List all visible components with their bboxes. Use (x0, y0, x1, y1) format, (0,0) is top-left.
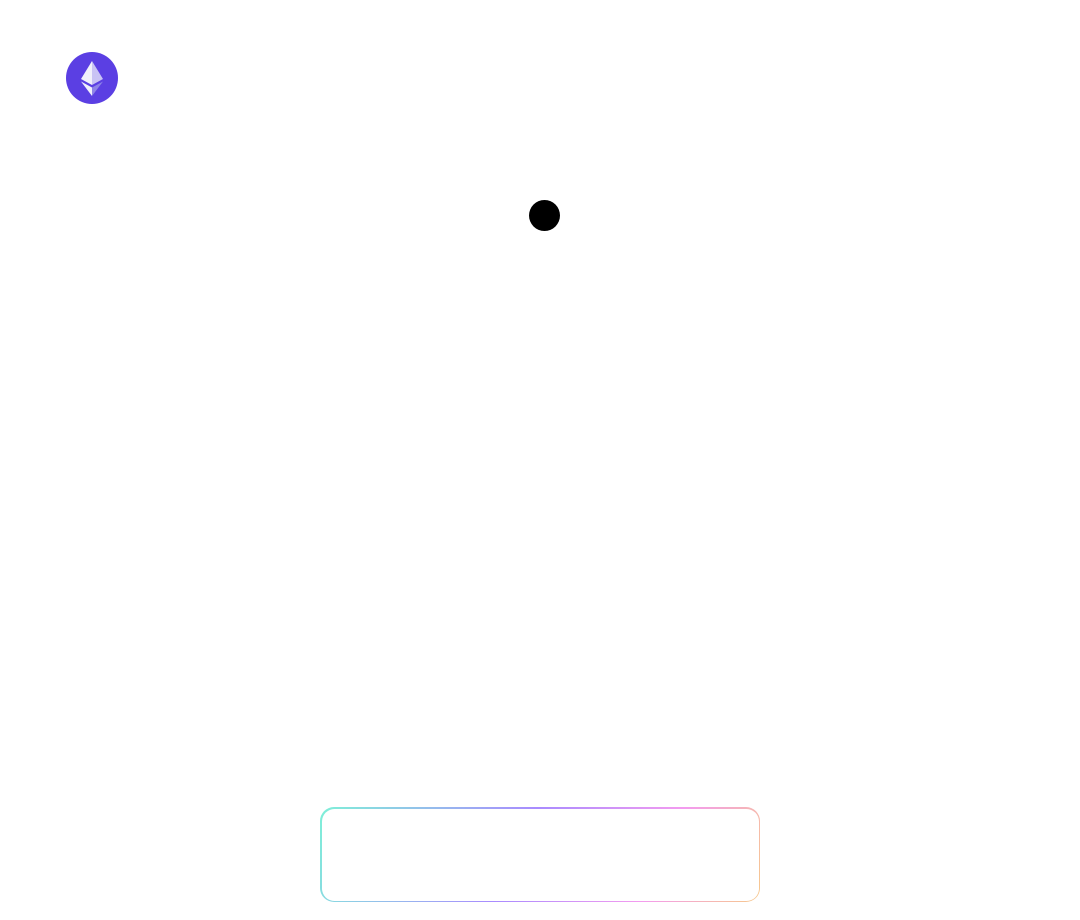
logo-facet-bottom-left (81, 81, 92, 96)
ethereum-logo[interactable] (66, 52, 118, 104)
loading-dot-icon (529, 200, 560, 231)
prompt-input-inner (321, 808, 759, 901)
prompt-input-frame[interactable] (320, 807, 760, 902)
logo-facet-bottom-right (92, 81, 103, 96)
logo-facet-top-right (92, 61, 103, 85)
prompt-input[interactable] (321, 808, 759, 901)
ethereum-icon (66, 52, 118, 104)
logo-facet-top-left (81, 61, 92, 85)
